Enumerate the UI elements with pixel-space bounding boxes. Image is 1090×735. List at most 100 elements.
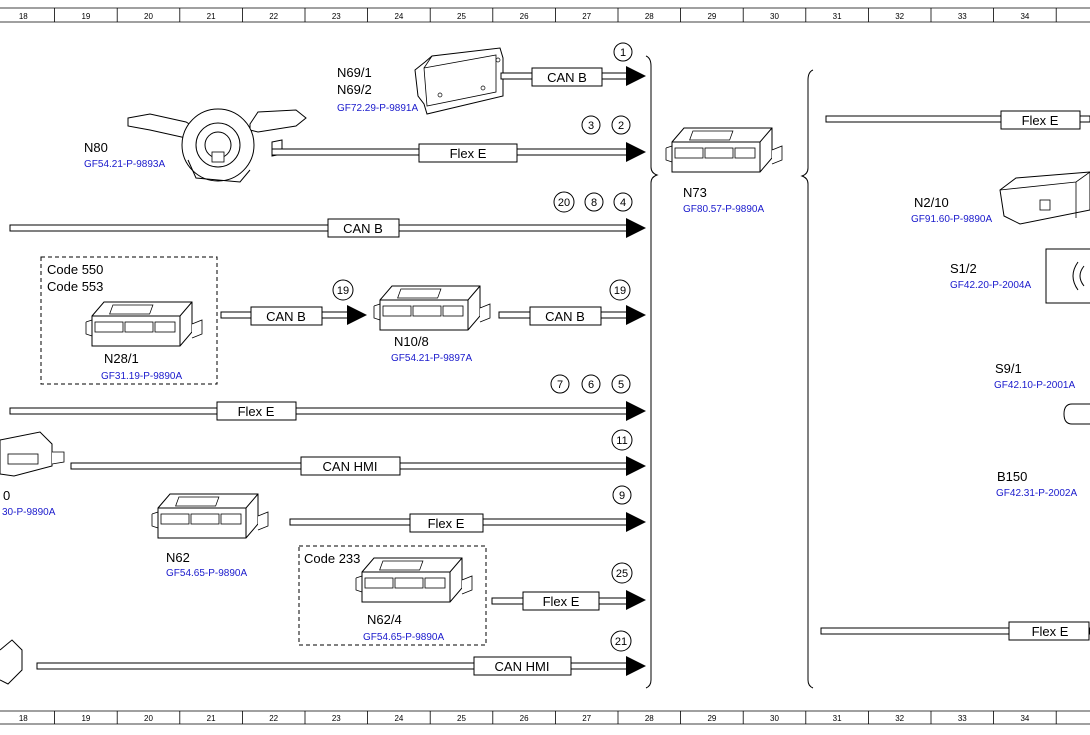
bus-label-can-b: CAN B: [547, 70, 587, 85]
svg-text:21: 21: [615, 636, 627, 648]
bus-label-flex-e: Flex E: [238, 404, 275, 419]
ruler-label: 30: [770, 714, 779, 723]
ruler-label: 19: [81, 12, 90, 21]
bottom-left-partial-module: [0, 639, 23, 685]
n62-module: [151, 493, 269, 539]
svg-text:20: 20: [558, 197, 570, 209]
connector-11: 11: [611, 429, 633, 451]
n73-name: N73: [683, 185, 707, 200]
svg-text:1: 1: [620, 47, 626, 59]
n10-8-name: N10/8: [394, 334, 429, 349]
n62-ref: GF54.65-P-9890A: [166, 568, 247, 579]
svg-text:4: 4: [620, 197, 626, 209]
bus-label-can-b: CAN B: [545, 309, 585, 324]
connector-8: 8: [584, 192, 604, 212]
connector-2: 2: [611, 115, 631, 135]
n69-name-2: N69/2: [337, 82, 372, 97]
svg-text:19: 19: [614, 285, 626, 297]
s9-1-name: S9/1: [995, 361, 1022, 376]
bus-line-flex-e-n62-4: Flex E: [491, 590, 646, 611]
bus-line-can-hmi-bottom: CAN HMI: [36, 656, 646, 676]
n10-8-module: [373, 285, 491, 331]
bus-line-flex-e-n62: Flex E: [289, 512, 646, 533]
b150-name: B150: [997, 469, 1027, 484]
bus-label-can-b: CAN B: [343, 221, 383, 236]
s1-2-name: S1/2: [950, 261, 977, 276]
ruler-label: 33: [958, 714, 967, 723]
ruler-label: 33: [958, 12, 967, 21]
n28-1-code-1: Code 550: [47, 262, 103, 277]
s1-2-switch: [1045, 248, 1090, 304]
connector-4: 4: [613, 192, 633, 212]
connector-7: 7: [550, 374, 570, 394]
n73-ref: GF80.57-P-9890A: [683, 204, 764, 215]
bracket-left: [645, 55, 659, 689]
ruler-label: 21: [207, 12, 216, 21]
n62-4-name: N62/4: [367, 612, 402, 627]
connector-1: 1: [613, 42, 633, 62]
bus-line-can-hmi: CAN HMI: [70, 456, 646, 476]
s9-1-ref: GF42.10-P-2001A: [994, 380, 1075, 391]
n62-name: N62: [166, 550, 190, 565]
bus-line-can-b-n28-1: CAN B: [220, 305, 367, 326]
bus-label-can-b: CAN B: [266, 309, 306, 324]
left-partial-ref: 30-P-9890A: [2, 507, 56, 518]
left-partial-name: 0: [3, 488, 10, 503]
ruler-label: 21: [207, 714, 216, 723]
n28-1-ref: GF31.19-P-9890A: [101, 371, 182, 382]
n80-ref: GF54.21-P-9893A: [84, 159, 165, 170]
svg-text:5: 5: [618, 379, 624, 391]
n28-1-name: N28/1: [104, 351, 139, 366]
ruler-label: 22: [269, 714, 278, 723]
n80-name: N80: [84, 140, 108, 155]
left-partial-module: [0, 431, 65, 477]
ruler-label: 28: [645, 714, 654, 723]
bus-line-can-b-main: CAN B: [9, 218, 646, 238]
bus-line-can-b-n10-8: CAN B: [498, 305, 646, 326]
svg-text:3: 3: [588, 120, 594, 132]
svg-text:7: 7: [557, 379, 563, 391]
connector-19: 19: [609, 279, 631, 301]
n62-4-code: Code 233: [304, 551, 360, 566]
ruler-label: 28: [645, 12, 654, 21]
n2-10-name: N2/10: [914, 195, 949, 210]
ruler-label: 30: [770, 12, 779, 21]
ruler-label: 22: [269, 12, 278, 21]
ruler-label: 27: [582, 12, 591, 21]
n69-ref: GF72.29-P-9891A: [337, 103, 418, 114]
ruler-label: 29: [707, 714, 716, 723]
svg-text:9: 9: [619, 490, 625, 502]
n10-8-ref: GF54.21-P-9897A: [391, 353, 472, 364]
ruler-label: 26: [520, 12, 529, 21]
ruler-label: 18: [19, 714, 28, 723]
ruler-label: 26: [520, 714, 529, 723]
ruler-label: 18: [19, 12, 28, 21]
svg-text:25: 25: [616, 568, 628, 580]
ruler-label: 20: [144, 12, 153, 21]
bus-line-can-b-n69: CAN B: [500, 66, 646, 87]
connector-5: 5: [611, 374, 631, 394]
n28-1-module: [85, 301, 203, 347]
s9-1-switch: [1063, 403, 1090, 425]
bus-line-flex-e-right-bottom: Flex E: [820, 621, 1090, 641]
svg-text:6: 6: [588, 379, 594, 391]
connector-21: 21: [610, 630, 632, 652]
ruler-label: 31: [833, 12, 842, 21]
connector-19: 19: [332, 279, 354, 301]
n62-4-ref: GF54.65-P-9890A: [363, 632, 444, 643]
n2-10-ref: GF91.60-P-9890A: [911, 214, 992, 225]
n28-1-code-2: Code 553: [47, 279, 103, 294]
bus-line-flex-e-main: Flex E: [9, 401, 646, 421]
bus-label-can-hmi: CAN HMI: [495, 659, 550, 674]
ruler-label: 34: [1020, 714, 1029, 723]
bus-label-can-hmi: CAN HMI: [323, 459, 378, 474]
ruler-label: 24: [394, 714, 403, 723]
bus-label-flex-e: Flex E: [450, 146, 487, 161]
svg-text:19: 19: [337, 285, 349, 297]
bus-label-flex-e: Flex E: [543, 594, 580, 609]
n28-1-code-box: [40, 256, 218, 385]
svg-text:8: 8: [591, 197, 597, 209]
n62-4-code-box: [298, 545, 487, 646]
